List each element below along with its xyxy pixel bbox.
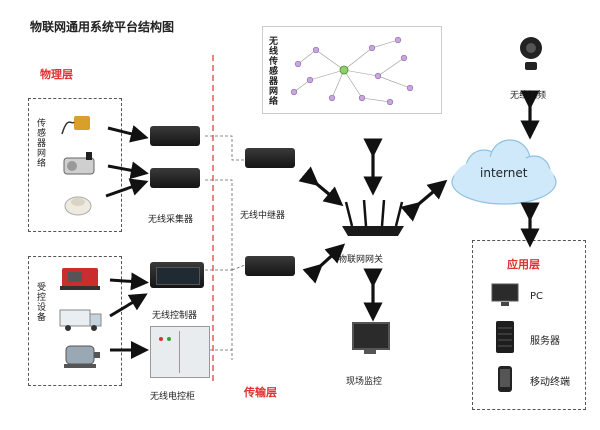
wireless-relay-2 (245, 256, 295, 276)
wireless-collector-label: 无线采集器 (148, 215, 194, 225)
wireless-video-camera (516, 34, 546, 72)
onsite-monitor-stand (364, 350, 376, 354)
page-title: 物联网通用系统平台结构图 (30, 20, 175, 34)
wireless-controller (150, 262, 204, 288)
wireless-controller-label: 无线控制器 (152, 311, 198, 321)
motor-image (60, 340, 102, 370)
internet-label: internet (480, 166, 528, 180)
mobile-terminal-icon (498, 366, 512, 392)
wireless-relay-1 (245, 148, 295, 168)
sensor-network-group (28, 98, 122, 232)
control-cabinet-label: 无线电控柜 (150, 392, 196, 402)
smoke-sensor-image (62, 190, 94, 218)
mobile-terminal-label: 移动终端 (530, 377, 570, 388)
network-topology-graph (290, 36, 414, 106)
controlled-devices-group (28, 256, 122, 386)
controlled-devices-label: 受控设备 (35, 282, 45, 322)
onsite-monitor-label: 现场监控 (346, 377, 383, 387)
wireless-relay-label: 无线中继器 (240, 211, 286, 221)
pc-icon (490, 282, 520, 308)
physical-layer-label: 物理层 (40, 68, 73, 81)
wireless-collector-2 (150, 168, 200, 188)
internet-cloud (451, 139, 557, 205)
temperature-sensor-image (60, 148, 98, 180)
server-label: 服务器 (530, 336, 560, 347)
transport-layer-label: 传输层 (244, 386, 277, 399)
truck-image (58, 304, 104, 332)
sensor-network-label: 传感器网络 (35, 118, 45, 168)
wireless-collector-1 (150, 126, 200, 146)
application-layer-label: 应用层 (507, 258, 540, 271)
onsite-monitor-screen (352, 322, 390, 350)
control-cabinet (150, 326, 210, 378)
proximity-sensor-image (60, 108, 96, 138)
pc-label: PC (530, 291, 544, 302)
wireless-sensor-network-panel (262, 26, 442, 114)
iot-gateway-label: 物联网网关 (338, 255, 384, 265)
wireless-sensor-network-label: 无线传感器网络 (267, 36, 277, 106)
generator-image (58, 262, 102, 292)
server-icon (494, 320, 516, 354)
